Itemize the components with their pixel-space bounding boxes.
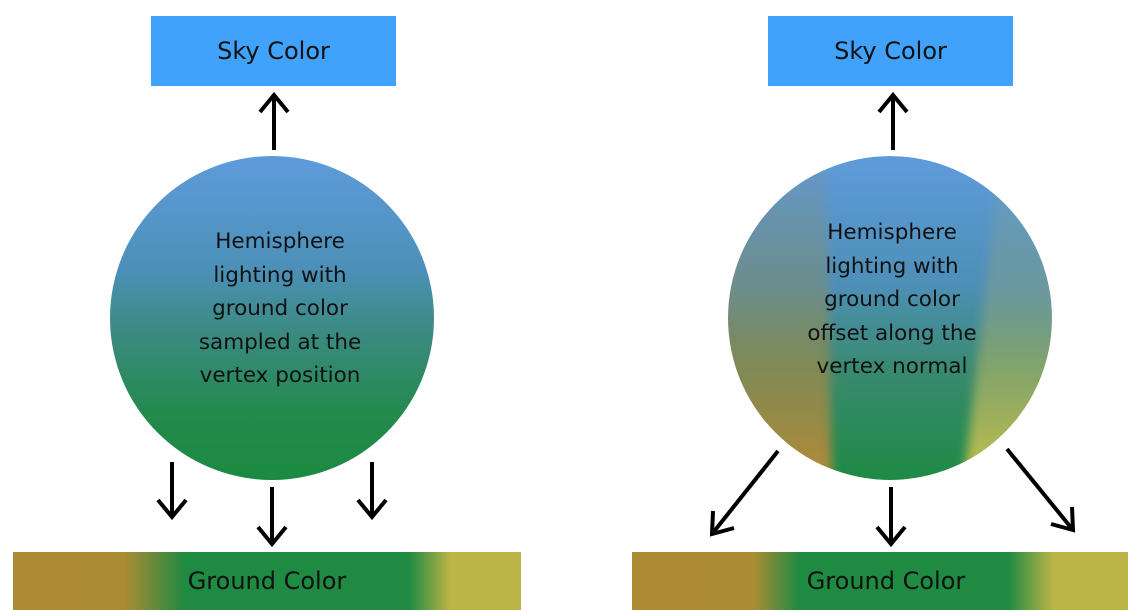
left-panel: Sky Color Hemisphere lighting with groun…	[0, 0, 564, 610]
down-arrow-icon	[875, 487, 907, 548]
left-sphere-graphic	[13, 156, 521, 610]
right-sphere-label: Hemisphere lighting with ground color of…	[807, 220, 977, 379]
down-arrow-icon	[256, 487, 288, 548]
diagonal-down-left-arrow-icon	[709, 449, 780, 537]
left-ground-color-box: Ground Color	[13, 552, 521, 610]
left-ground-fill	[13, 552, 521, 610]
left-ground-label: Ground Color	[187, 567, 347, 595]
right-sky-color-box: Sky Color	[768, 16, 1013, 86]
left-sky-color-box: Sky Color	[151, 16, 396, 86]
right-ground-fill	[632, 552, 1128, 610]
left-sky-label: Sky Color	[217, 37, 330, 65]
right-sky-label: Sky Color	[834, 37, 947, 65]
right-panel: Sky Color Hemisphere lighting with groun…	[564, 0, 1128, 610]
right-arrows	[709, 91, 1076, 548]
left-sphere	[110, 156, 434, 480]
right-ground-label: Ground Color	[806, 567, 966, 595]
right-sphere-graphic	[632, 156, 1128, 610]
down-arrow-icon	[156, 462, 188, 521]
left-sphere-label: Hemisphere lighting with ground color sa…	[198, 229, 362, 388]
diagonal-down-right-arrow-icon	[1005, 447, 1076, 533]
up-arrow-icon	[258, 91, 290, 150]
right-ground-color-box: Ground Color	[632, 552, 1129, 610]
up-arrow-icon	[877, 91, 909, 150]
down-arrow-icon	[356, 462, 388, 521]
left-arrows	[156, 91, 388, 548]
